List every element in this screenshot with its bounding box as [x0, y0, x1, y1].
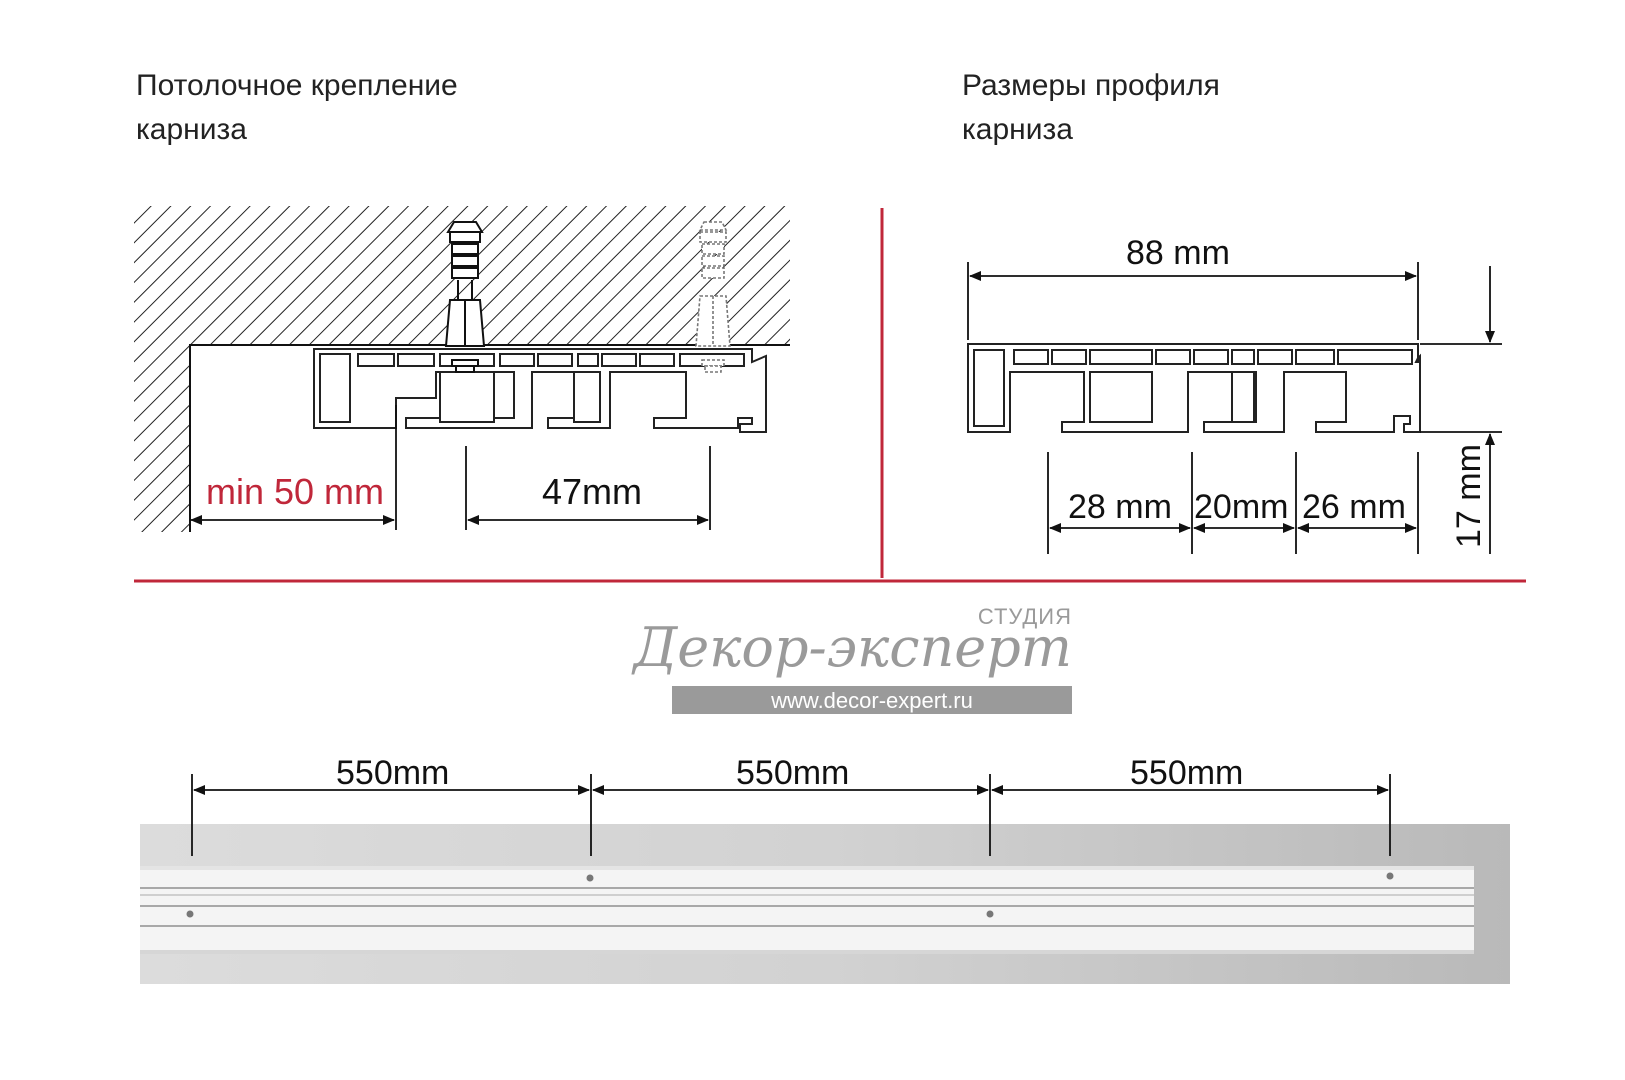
label-28mm: 28 mm — [1068, 488, 1172, 526]
label-min-50: min 50 mm — [206, 471, 384, 512]
label-550-2: 550mm — [736, 754, 849, 792]
heading-profile-dimensions-line2: карниза — [962, 113, 1073, 146]
dim-17 — [1420, 266, 1502, 554]
heading-profile-dimensions-line1: Размеры профиля — [962, 69, 1220, 102]
label-47mm: 47mm — [542, 471, 642, 512]
heading-ceiling-mount-line1: Потолочное крепление — [136, 69, 458, 102]
logo-name: Декор-эксперт — [631, 616, 1072, 679]
rail-profile-right — [967, 343, 1421, 433]
rail-photo — [140, 866, 1474, 954]
heading-ceiling-mount-line2: карниза — [136, 113, 247, 146]
screw-hole — [986, 910, 994, 918]
ceiling-hatch — [134, 206, 790, 532]
label-20mm: 20mm — [1194, 488, 1288, 526]
dim-88 — [967, 262, 1419, 340]
screw-hole — [186, 910, 194, 918]
logo-url-bar — [672, 686, 1072, 714]
dim-min-50 — [190, 405, 397, 530]
dim-550-series — [191, 774, 1391, 856]
label-550-3: 550mm — [1130, 754, 1243, 792]
label-88mm: 88 mm — [1126, 234, 1230, 272]
brand-logo: СТУДИЯ Декор-эксперт www.decor-expert.ru — [631, 604, 1072, 714]
logo-studio: СТУДИЯ — [978, 604, 1072, 629]
label-26mm: 26 mm — [1302, 488, 1406, 526]
heading-ceiling-mount: Потолочное крепление карниза — [136, 64, 458, 152]
screw-hole — [586, 874, 594, 882]
screw-hole — [1386, 872, 1394, 880]
dim-47 — [465, 446, 711, 530]
dowel-screw-1 — [444, 221, 486, 373]
heading-profile-dimensions: Размеры профиля карниза — [962, 64, 1220, 152]
dim-segments — [1047, 452, 1419, 554]
rail-profile-left — [313, 348, 767, 433]
label-550-1: 550mm — [336, 754, 449, 792]
logo-url: www.decor-expert.ru — [770, 688, 973, 713]
dowel-screw-2 — [695, 221, 731, 373]
label-17mm: 17 mm — [1450, 444, 1488, 548]
